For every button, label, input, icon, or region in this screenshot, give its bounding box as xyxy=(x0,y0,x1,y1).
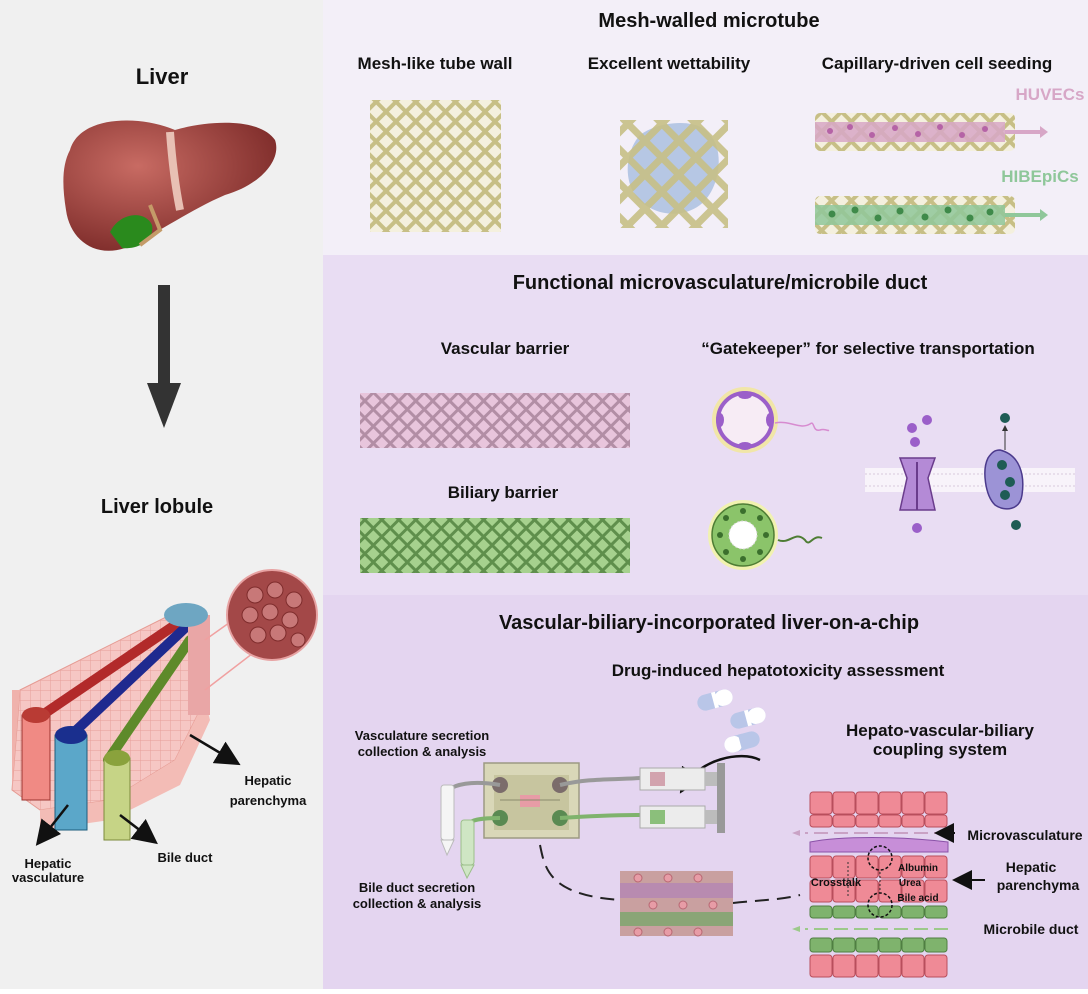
mesh-wall-square xyxy=(370,100,501,232)
biliary-barrier-label: Biliary barrier xyxy=(448,483,559,502)
chip-zoom-section xyxy=(620,871,733,937)
microbile-duct-label: Microbile duct xyxy=(984,921,1079,937)
parenchyma-arrow xyxy=(189,733,241,766)
liver-title: Liver xyxy=(136,64,189,89)
vasculature-arrow xyxy=(35,804,69,846)
vascular-barrier-strip xyxy=(360,393,630,448)
drug-capsules-icon xyxy=(697,689,766,753)
gatekeeper-label: “Gatekeeper” for selective transportatio… xyxy=(701,339,1035,358)
huvecs-label: HUVECs xyxy=(1016,85,1085,104)
left-label-hepatic-vasculature-2: vasculature xyxy=(12,870,84,885)
left-label-hepatic-vasculature-1: Hepatic xyxy=(25,856,72,871)
panel2-title: Functional microvasculature/microbile du… xyxy=(513,272,928,294)
drug-assessment-label: Drug-induced hepatotoxicity assessment xyxy=(612,661,945,680)
lobule-title: Liver lobule xyxy=(101,496,213,518)
panel3-hepatic-parenchyma-2: parenchyma xyxy=(997,877,1080,893)
bile-secretion-label-2: collection & analysis xyxy=(353,896,482,911)
bile-secretion-label-1: Bile duct secretion xyxy=(359,880,475,895)
hibepic-tube xyxy=(815,196,1048,234)
biliary-barrier-strip xyxy=(360,518,630,573)
vascular-barrier-label: Vascular barrier xyxy=(441,339,570,358)
transporter-illustration xyxy=(865,413,1075,533)
panel1-col1-label: Mesh-like tube wall xyxy=(358,54,513,73)
urea-label: Urea xyxy=(899,878,922,889)
coupling-label-1: Hepato-vascular-biliary xyxy=(846,721,1035,740)
panel3-hepatic-parenchyma-1: Hepatic xyxy=(1006,859,1057,875)
wettability-illustration xyxy=(620,120,728,228)
vasc-secretion-label-2: collection & analysis xyxy=(358,744,487,759)
left-label-bile-duct: Bile duct xyxy=(158,850,214,865)
vasc-secretion-label-1: Vasculature secretion xyxy=(355,728,489,743)
albumin-label: Albumin xyxy=(898,863,938,874)
liver-illustration xyxy=(63,120,277,251)
panel1-col2-label: Excellent wettability xyxy=(588,54,751,73)
panel1-title: Mesh-walled microtube xyxy=(598,10,819,32)
zoom-link-right xyxy=(732,894,801,904)
coupling-system-cells xyxy=(792,791,949,978)
huvec-tube xyxy=(815,113,1048,151)
chip-device xyxy=(440,762,725,880)
bile-acid-label: Bile acid xyxy=(897,893,938,904)
left-label-hepatic-parenchyma-2: parenchyma xyxy=(230,793,307,808)
microvasculature-label: Microvasculature xyxy=(967,827,1082,843)
bile-duct-arrow xyxy=(119,814,158,845)
bile-duct-cross-section xyxy=(708,500,823,570)
down-arrow xyxy=(147,285,181,428)
coupling-label-2: coupling system xyxy=(873,740,1007,759)
vessel-cross-section xyxy=(712,387,830,453)
zoom-link-left xyxy=(539,844,621,901)
lobule-illustration xyxy=(11,569,318,841)
hibepics-label: HIBEpiCs xyxy=(1001,167,1078,186)
panel3-title: Vascular-biliary-incorporated liver-on-a… xyxy=(499,612,919,634)
left-label-hepatic-parenchyma-1: Hepatic xyxy=(245,773,292,788)
crosstalk-label: Crosstalk xyxy=(811,877,862,889)
panel1-col3-label: Capillary-driven cell seeding xyxy=(822,54,1053,73)
